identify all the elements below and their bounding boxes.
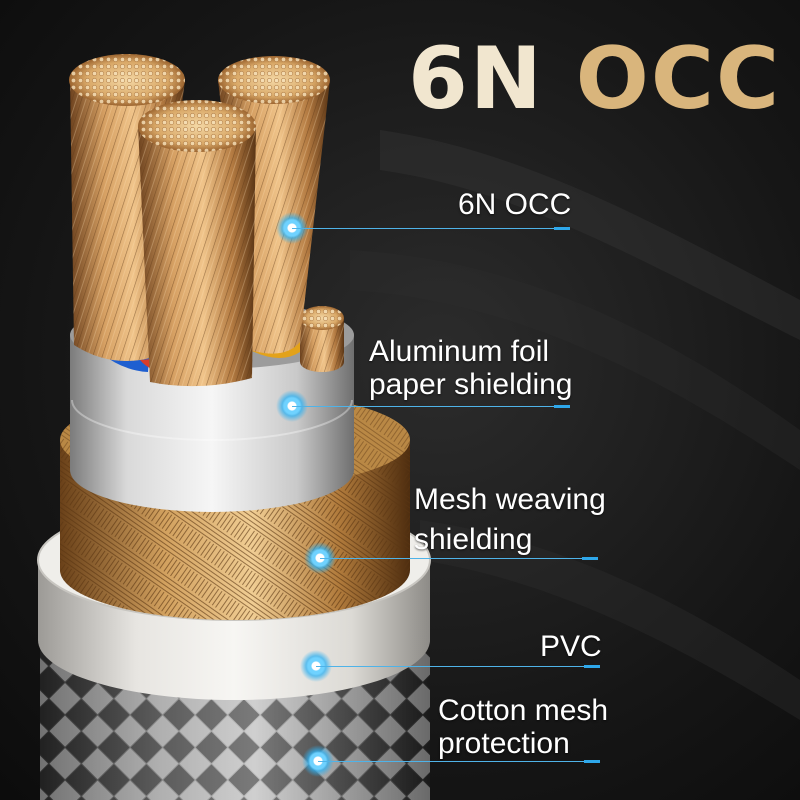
leader-line-conductor — [292, 228, 554, 229]
copper-conductor-front — [138, 100, 256, 387]
label-cotton: Cotton mesh protection — [438, 694, 608, 760]
leader-line-mesh — [320, 558, 582, 559]
label-mesh-line-1: Mesh weaving — [414, 483, 606, 516]
label-pvc-line-1: PVC — [540, 630, 602, 663]
leader-end-pvc — [584, 665, 600, 668]
label-foil: Aluminum foil paper shielding — [369, 335, 572, 401]
label-conductor: 6N OCC — [458, 188, 571, 221]
headline-part-1: 6N — [408, 29, 544, 129]
leader-line-pvc — [316, 666, 584, 667]
leader-line-cotton — [318, 761, 584, 762]
label-cotton-line-2: protection — [438, 727, 570, 760]
label-pvc: PVC — [540, 630, 602, 663]
headline: 6N OCC — [408, 36, 781, 122]
leader-end-mesh — [582, 557, 598, 560]
headline-part-2: OCC — [575, 29, 782, 129]
label-foil-line-1: Aluminum foil — [369, 335, 550, 368]
label-conductor-line-1: 6N OCC — [458, 188, 572, 221]
leader-end-conductor — [554, 227, 570, 230]
label-mesh: Mesh weaving shielding — [414, 480, 606, 560]
small-copper-conductor — [300, 306, 344, 372]
label-mesh-line-2: shielding — [414, 523, 533, 556]
leader-end-cotton — [584, 760, 600, 763]
background-ribbons — [350, 130, 800, 720]
leader-line-foil — [292, 406, 554, 407]
label-foil-line-2: paper shielding — [369, 368, 573, 401]
leader-end-foil — [554, 405, 570, 408]
label-cotton-line-1: Cotton mesh — [438, 694, 609, 727]
